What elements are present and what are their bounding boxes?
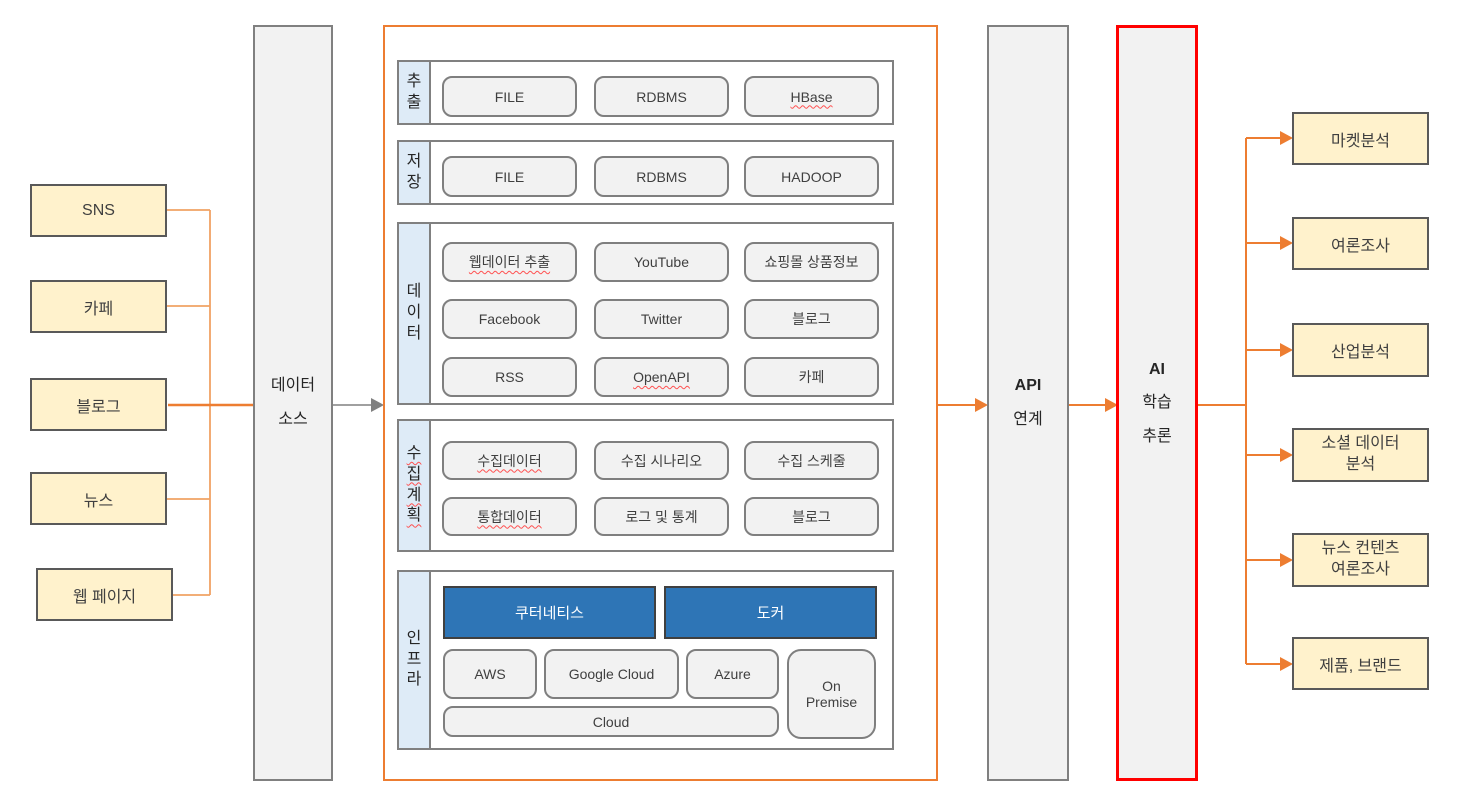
row-collection-plan-label: 수 집 계 획 [399, 421, 431, 550]
row-extract: 추 출 FILE RDBMS HBase [397, 60, 894, 125]
row-collection-plan: 수 집 계 획 수집데이터 수집 시나리오 수집 스케줄 통합데이터 로그 및 … [397, 419, 894, 552]
api-pillar: API 연계 [987, 25, 1069, 781]
chip-plan-blog: 블로그 [744, 497, 879, 536]
api-pillar-title: API [1014, 377, 1042, 395]
output-box-opinion-poll: 여론조사 [1292, 217, 1429, 270]
chip-data-web-extract: 웹데이터 추출 [442, 242, 577, 282]
source-box-sns: SNS [30, 184, 167, 237]
chip-extract-hbase: HBase [744, 76, 879, 117]
chip-data-rss: RSS [442, 357, 577, 397]
chip-plan-integrated-data: 통합데이터 [442, 497, 577, 536]
chip-plan-schedule: 수집 스케줄 [744, 441, 879, 480]
api-pillar-subtitle: 연계 [1013, 411, 1043, 428]
chip-data-twitter: Twitter [594, 299, 729, 339]
source-box-blog: 블로그 [30, 378, 167, 431]
chip-infra-on-premise: On Premise [787, 649, 876, 739]
chip-store-file: FILE [442, 156, 577, 197]
pipeline-frame: 추 출 FILE RDBMS HBase 저 장 FILE RDBMS HADO… [383, 25, 938, 781]
chip-data-youtube: YouTube [594, 242, 729, 282]
row-store-label: 저 장 [399, 142, 431, 203]
chip-infra-docker: 도커 [664, 586, 877, 639]
ai-pillar-lines: 학습 추론 [1142, 394, 1172, 445]
chip-store-rdbms: RDBMS [594, 156, 729, 197]
chip-data-blog: 블로그 [744, 299, 879, 339]
chip-plan-collect-data: 수집데이터 [442, 441, 577, 480]
source-box-cafe: 카페 [30, 280, 167, 333]
ai-pillar: AI 학습 추론 [1116, 25, 1198, 781]
source-box-webpage: 웹 페이지 [36, 568, 173, 621]
output-box-product-brand: 제품, 브랜드 [1292, 637, 1429, 690]
chip-data-cafe: 카페 [744, 357, 879, 397]
row-infra: 인 프 라 쿠터네티스 도커 AWS Google Cloud Azure On… [397, 570, 894, 750]
row-extract-label: 추 출 [399, 62, 431, 123]
chip-data-shopping: 쇼핑몰 상품정보 [744, 242, 879, 282]
chip-data-openapi: OpenAPI [594, 357, 729, 397]
output-box-social-data-analysis: 소셜 데이터 분석 [1292, 428, 1429, 482]
chip-plan-log-stats: 로그 및 통계 [594, 497, 729, 536]
row-data-label: 데 이 터 [399, 224, 431, 403]
chip-extract-file: FILE [442, 76, 577, 117]
data-source-pillar: 데이터 소스 [253, 25, 333, 781]
chip-infra-cloud: Cloud [443, 706, 779, 737]
row-data: 데 이 터 웹데이터 추출 YouTube 쇼핑몰 상품정보 Facebook … [397, 222, 894, 405]
source-box-news: 뉴스 [30, 472, 167, 525]
chip-infra-kubernetes: 쿠터네티스 [443, 586, 656, 639]
ai-pillar-title: AI [1149, 360, 1165, 378]
output-box-news-content-poll: 뉴스 컨텐츠 여론조사 [1292, 533, 1429, 587]
output-box-industry-analysis: 산업분석 [1292, 323, 1429, 377]
chip-infra-azure: Azure [686, 649, 779, 699]
row-infra-label: 인 프 라 [399, 572, 431, 748]
chip-extract-rdbms: RDBMS [594, 76, 729, 117]
chip-data-facebook: Facebook [442, 299, 577, 339]
output-box-market-analysis: 마켓분석 [1292, 112, 1429, 165]
chip-store-hadoop: HADOOP [744, 156, 879, 197]
row-store: 저 장 FILE RDBMS HADOOP [397, 140, 894, 205]
chip-infra-google-cloud: Google Cloud [544, 649, 679, 699]
chip-infra-aws: AWS [443, 649, 537, 699]
chip-plan-scenario: 수집 시나리오 [594, 441, 729, 480]
